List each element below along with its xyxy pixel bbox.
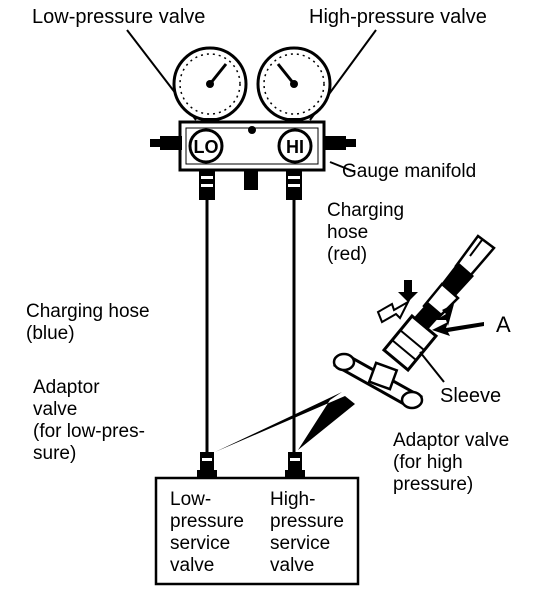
high-pressure-gauge — [256, 46, 332, 128]
adaptor-valve-low-line2: valve — [33, 399, 78, 420]
adaptor-valve-high-line1: Adaptor valve — [393, 430, 510, 451]
low-service-valve-label: Low- pressure service valve — [170, 489, 244, 577]
high-service-valve-line2: pressure — [270, 511, 344, 532]
high-service-valve-line1: High- — [270, 489, 316, 510]
gauge-manifold: LO HI — [150, 120, 356, 200]
sleeve-label: Sleeve — [440, 385, 502, 407]
charging-hose-red-line3: (red) — [327, 244, 368, 265]
charging-hose-blue-line2: (blue) — [26, 323, 75, 344]
high-service-valve-line3: service — [270, 533, 331, 554]
low-pressure-valve-label: Low-pressure valve — [32, 6, 206, 28]
charging-hose-red-line2: hose — [327, 222, 369, 243]
low-service-valve-line1: Low- — [170, 489, 212, 510]
low-service-valve-line3: service — [170, 533, 231, 554]
adaptor-valve-high-label: Adaptor valve (for high pressure) — [393, 430, 509, 496]
low-service-valve-line4: valve — [170, 555, 215, 576]
detail-callout-wedge — [215, 392, 355, 452]
adaptor-valve-low-line1: Adaptor — [33, 377, 100, 398]
adaptor-valve-low-line4: sure) — [33, 443, 77, 464]
adaptor-valve-low-line3: (for low-pres- — [33, 421, 145, 442]
low-pressure-gauge — [172, 46, 248, 128]
high-pressure-valve-label: High-pressure valve — [309, 6, 487, 28]
adaptor-valve-low — [197, 452, 217, 478]
adaptor-valve-low-label: Adaptor valve (for low-pres- sure) — [33, 377, 145, 465]
adaptor-detail — [332, 234, 496, 410]
charging-hose-red-line1: Charging — [327, 200, 405, 221]
high-service-valve-label: High- pressure service valve — [270, 489, 344, 577]
adaptor-valve-high-line3: pressure) — [393, 474, 474, 495]
charging-hose-blue-line1: Charging hose — [26, 301, 150, 322]
charging-hose-red-label: Charging hose (red) — [327, 200, 404, 266]
low-gauge-letters: LO — [194, 137, 219, 157]
charging-hose-blue-label: Charging hose (blue) — [26, 301, 150, 345]
adaptor-valve-high — [285, 452, 305, 478]
callout-a-label: A — [496, 312, 511, 337]
service-valve-box — [154, 476, 360, 586]
gauge-manifold-label: Gauge manifold — [342, 161, 477, 182]
high-gauge-letters: HI — [286, 137, 304, 157]
low-service-valve-line2: pressure — [170, 511, 244, 532]
manifold-leader — [329, 161, 356, 173]
high-service-valve-line4: valve — [270, 555, 315, 576]
adaptor-valve-high-line2: (for high — [393, 452, 463, 473]
